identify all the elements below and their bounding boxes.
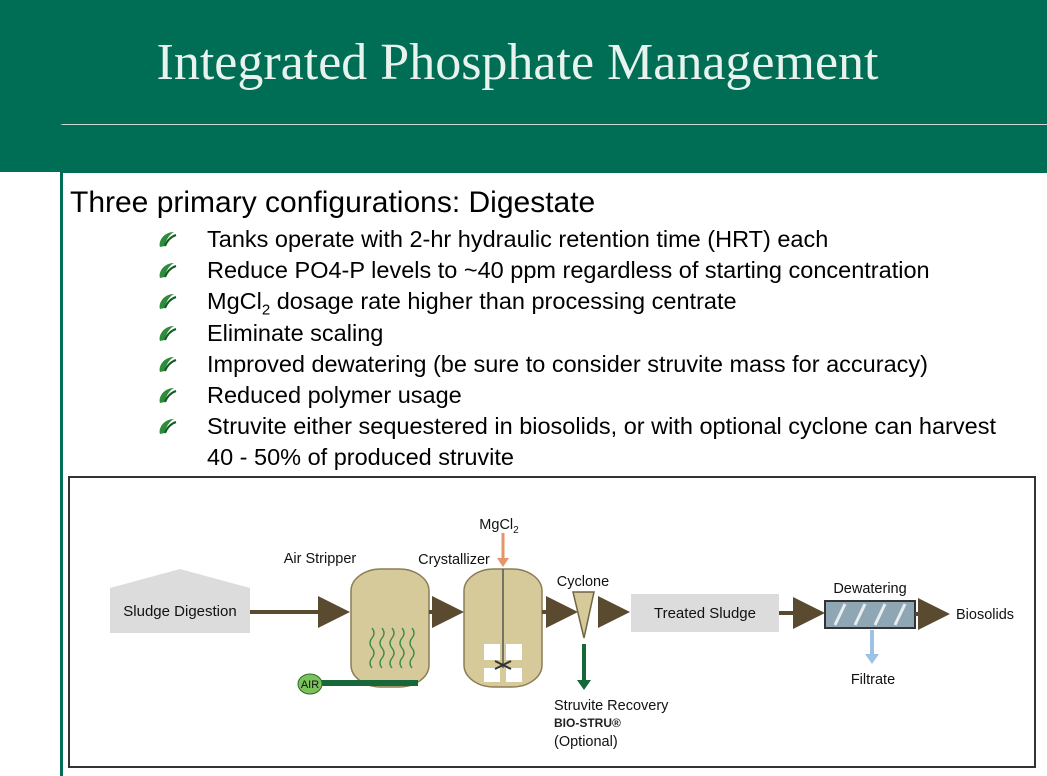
bullet-text: Reduced polymer usage bbox=[207, 382, 462, 408]
crystallizer-label: Crystallizer bbox=[418, 552, 490, 568]
slide-title: Integrated Phosphate Management bbox=[156, 34, 879, 91]
sludge-digestion-label: Sludge Digestion bbox=[123, 603, 236, 620]
bullet-text: Eliminate scaling bbox=[207, 320, 384, 346]
mgcl-label-sub: 2 bbox=[513, 525, 519, 536]
sludge-digestion-box bbox=[110, 569, 250, 633]
mgcl-label: MgCl2 bbox=[479, 517, 519, 536]
mgcl-suffix: dosage rate higher than processing centr… bbox=[270, 288, 737, 314]
air-stripper-label: Air Stripper bbox=[284, 551, 357, 567]
struvite-crystals-icon bbox=[484, 644, 522, 682]
green-check-swoosh-icon bbox=[159, 232, 177, 247]
air-stripper-tank bbox=[350, 568, 430, 688]
bullet-text: Improved dewatering (be sure to consider… bbox=[207, 351, 928, 377]
bullet-text: Reduce PO4-P levels to ~40 ppm regardles… bbox=[207, 257, 930, 283]
green-check-swoosh-icon bbox=[159, 357, 177, 372]
mgcl-prefix: MgCl bbox=[207, 288, 262, 314]
optional-label: (Optional) bbox=[554, 734, 618, 750]
filtrate-label: Filtrate bbox=[851, 672, 895, 688]
mgcl-label-base: MgCl bbox=[479, 517, 513, 533]
air-inlet-icon bbox=[297, 673, 323, 695]
dewatering-label: Dewatering bbox=[833, 581, 906, 597]
cyclone-label: Cyclone bbox=[557, 574, 609, 590]
bullet-text: Struvite either sequestered in biosolids… bbox=[207, 413, 996, 470]
treated-sludge-box bbox=[631, 594, 779, 632]
mgcl-arrowhead bbox=[497, 558, 509, 567]
green-check-swoosh-icon bbox=[159, 326, 177, 341]
mixer-impeller-icon bbox=[494, 660, 512, 670]
section-heading: Three primary configurations: Digestate bbox=[70, 186, 596, 219]
bullet-text: Tanks operate with 2-hr hydraulic retent… bbox=[207, 226, 829, 252]
treated-sludge-label: Treated Sludge bbox=[654, 605, 756, 622]
process-flow-svg: Sludge Digestion Air Stripper AIR Crysta… bbox=[110, 517, 1014, 750]
green-check-swoosh-icon bbox=[159, 263, 177, 278]
air-bubbles-icon bbox=[369, 627, 415, 669]
bullet-text: MgCl2 dosage rate higher than processing… bbox=[207, 286, 1017, 326]
filtrate-arrowhead bbox=[865, 654, 879, 664]
struvite-recovery-arrowhead bbox=[577, 680, 591, 690]
screw-press-icon bbox=[833, 603, 907, 626]
green-check-swoosh-icon bbox=[159, 419, 177, 434]
green-check-swoosh-icon bbox=[159, 294, 177, 309]
bio-stru-label: BIO-STRU® bbox=[554, 716, 621, 730]
green-sub-band bbox=[63, 125, 1047, 173]
struvite-recovery-label: Struvite Recovery bbox=[554, 698, 669, 714]
mgcl-subscript: 2 bbox=[261, 301, 271, 319]
cyclone-icon bbox=[572, 591, 595, 639]
process-diagram: Sludge Digestion Air Stripper AIR Crysta… bbox=[68, 476, 1036, 768]
air-label: AIR bbox=[301, 679, 319, 691]
green-check-swoosh-icon bbox=[159, 388, 177, 403]
biosolids-label: Biosolids bbox=[956, 607, 1014, 623]
